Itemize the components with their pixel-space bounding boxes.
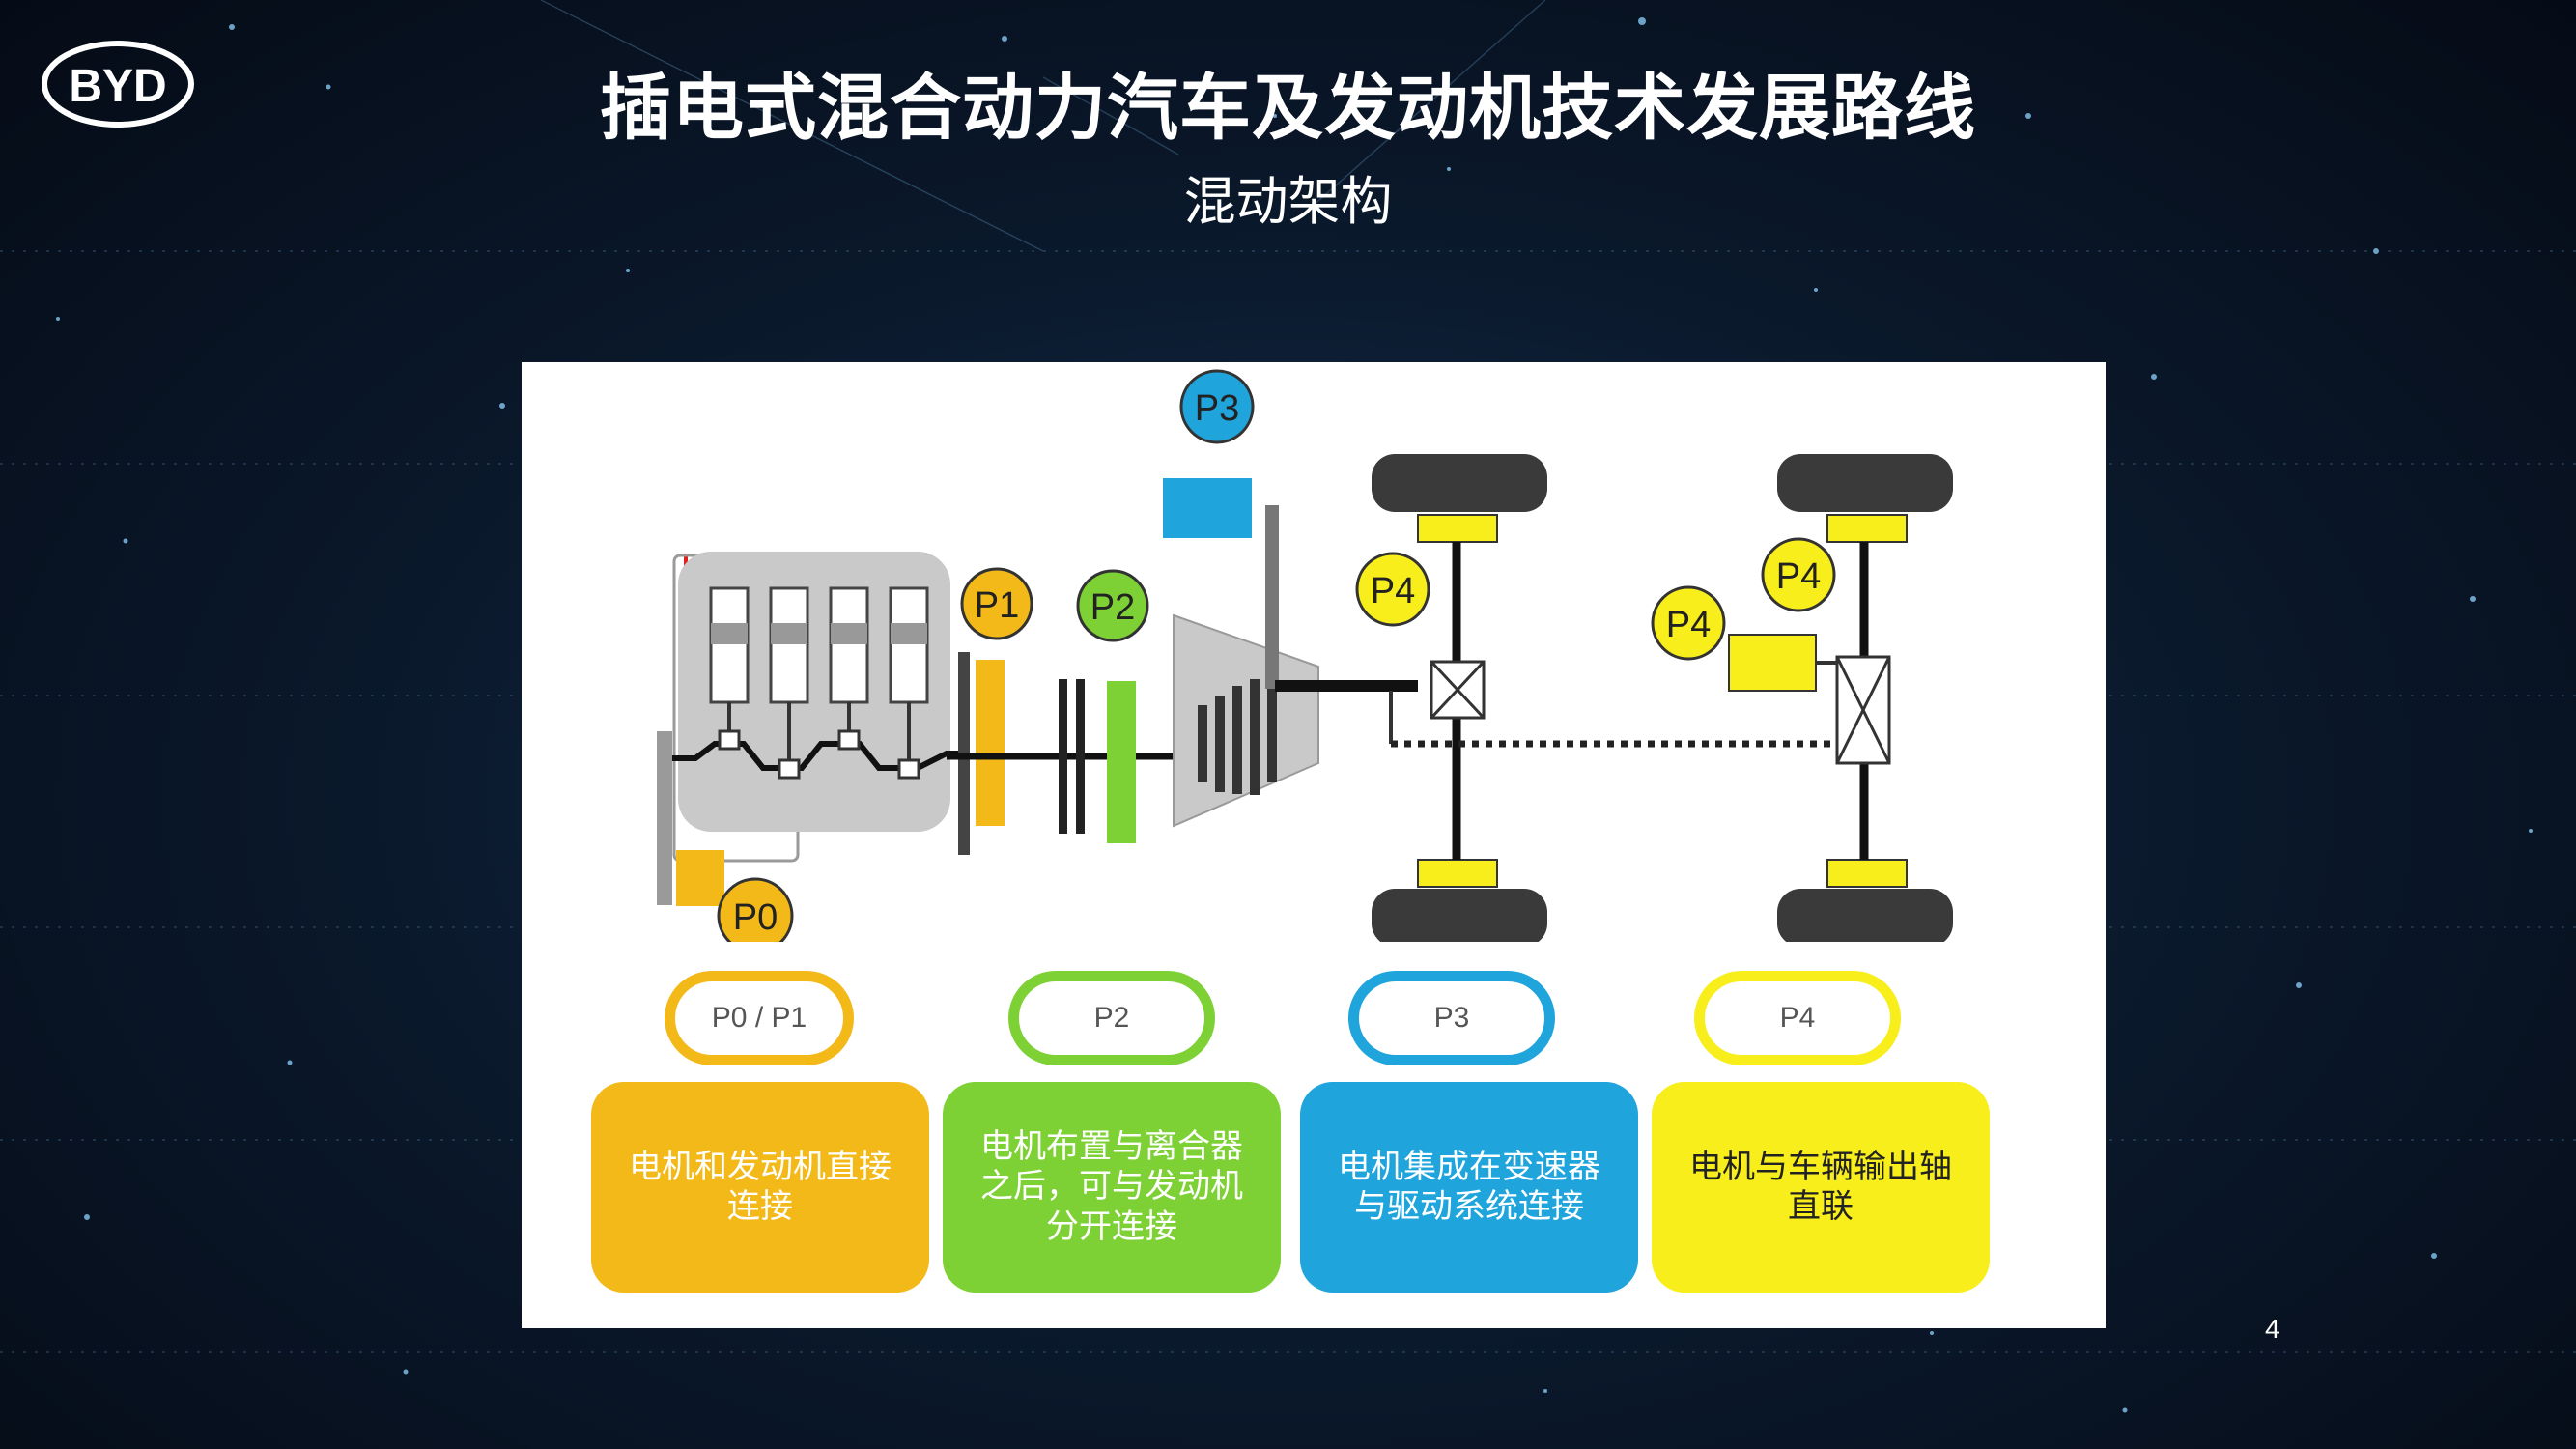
marker-p0: P0 [717, 877, 794, 942]
front-axle [1372, 454, 1547, 942]
p3-motor [1163, 478, 1252, 538]
marker-p4-front: P4 [1355, 552, 1430, 627]
rear-axle [1728, 454, 1953, 942]
marker-p4-rear-left: P4 [1651, 585, 1726, 661]
byd-logo: BYD [42, 41, 194, 128]
label-pill-p2: P2 [1008, 971, 1215, 1065]
label-pill-p4: P4 [1694, 971, 1901, 1065]
svg-text:P2: P2 [1090, 587, 1135, 628]
description-card-p2: 电机布置与离合器 之后，可与发动机 分开连接 [943, 1082, 1281, 1293]
page-subtitle: 混动架构 [1183, 171, 1393, 232]
description-card-p3: 电机集成在变速器 与驱动系统连接 [1300, 1082, 1638, 1293]
svg-text:P4: P4 [1666, 605, 1711, 645]
svg-text:P1: P1 [975, 585, 1019, 626]
hybrid-architecture-panel: P0 P1 P2 P3 P4 P4 P4 P0 / P1 P2 P3 P4 [522, 362, 2106, 1328]
svg-text:BYD: BYD [69, 61, 166, 112]
label-pill-p0p1: P0 / P1 [665, 971, 854, 1065]
marker-p2: P2 [1076, 569, 1149, 642]
description-card-p4: 电机与车辆输出轴 直联 [1652, 1082, 1990, 1293]
svg-text:P0: P0 [733, 897, 778, 938]
label-pill-p3: P3 [1348, 971, 1555, 1065]
marker-p1: P1 [960, 567, 1033, 640]
marker-p3: P3 [1179, 369, 1255, 444]
marker-p4-rear-top: P4 [1761, 537, 1836, 612]
page-title: 插电式混合动力汽车及发动机技术发展路线 [600, 67, 1976, 150]
powertrain-diagram: P0 P1 P2 P3 P4 P4 P4 [657, 369, 1953, 942]
p1-motor [976, 660, 1005, 826]
p2-motor [1107, 681, 1136, 843]
svg-text:P4: P4 [1371, 571, 1415, 611]
gearbox [1163, 478, 1319, 828]
svg-text:P4: P4 [1776, 556, 1821, 597]
engine-block [657, 552, 966, 906]
page-number: 4 [2265, 1314, 2280, 1344]
svg-text:P3: P3 [1195, 388, 1239, 429]
description-card-p0p1: 电机和发动机直接 连接 [591, 1082, 929, 1293]
